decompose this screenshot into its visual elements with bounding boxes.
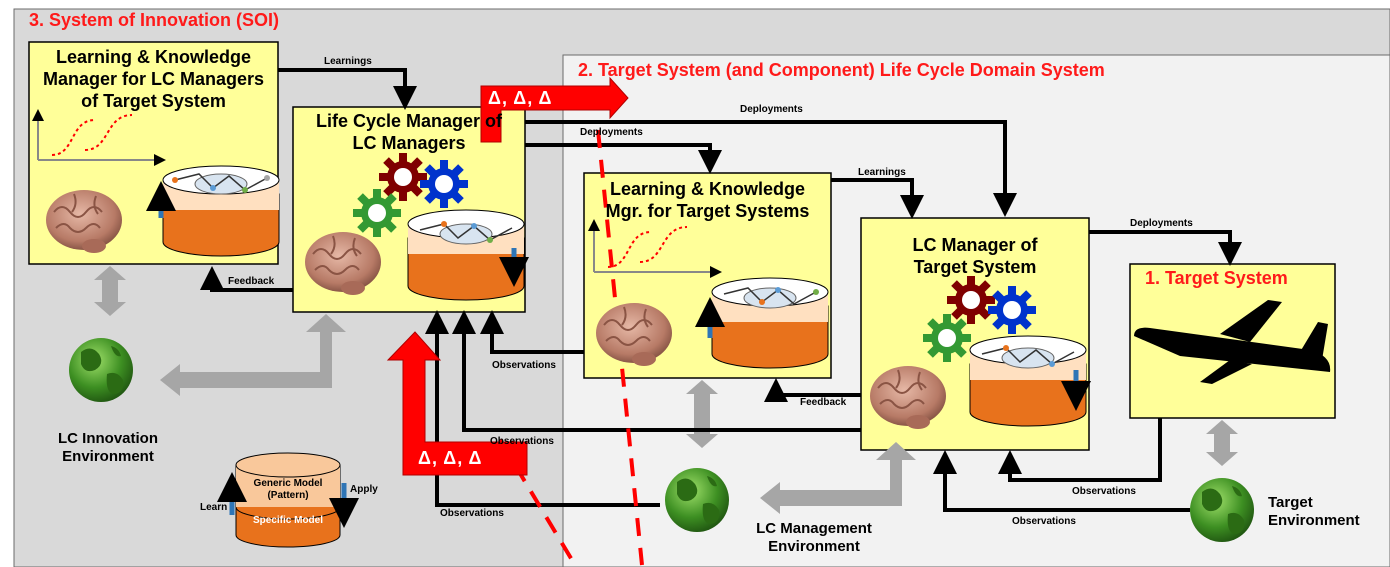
gear-icon-red-2 [947, 276, 995, 324]
red-dashed-line-2 [498, 438, 577, 567]
gear-icon-blue-2 [988, 286, 1036, 334]
gear-icon-blue-1 [420, 160, 468, 208]
label-feedback-left: Feedback [228, 276, 275, 287]
label-observations-1: Observations [492, 360, 556, 371]
lk-manager-target-title: Learning & Knowledge Mgr. for Target Sys… [605, 179, 810, 221]
gear-icon-red-1 [379, 153, 427, 201]
label-deployments-right: Deployments [1130, 218, 1193, 229]
s-curve-chart-2 [588, 219, 722, 278]
label-learnings-top: Learnings [324, 56, 372, 67]
globe-icon-target [1190, 478, 1254, 542]
target-system-title: 1. Target System [1145, 268, 1288, 288]
label-deployments-top: Deployments [740, 104, 803, 115]
lc-manager-target-title: LC Manager of Target System [912, 235, 1038, 277]
database-2 [407, 209, 529, 301]
globe-icon-lc-innovation [69, 338, 133, 402]
label-observations-3: Observations [1072, 486, 1136, 497]
delta-arrow-top [480, 76, 629, 143]
env-target: Target Environment [1268, 494, 1360, 529]
database-3 [695, 277, 829, 369]
gear-icon-green-2 [923, 314, 971, 362]
domain-title: 2. Target System (and Component) Life Cy… [578, 60, 1105, 80]
lc-manager-of-lc-title: Life Cycle Manager of LC Managers [315, 111, 503, 153]
delta-arrow-bottom [386, 331, 528, 476]
legend-database [217, 452, 359, 548]
airplane-icon [1134, 300, 1331, 384]
label-observations-4: Observations [1012, 516, 1076, 527]
soi-title: 3. System of Innovation (SOI) [29, 10, 280, 30]
env-lc-management: LC Management Environment [756, 520, 872, 555]
black-arrows [200, 68, 1242, 512]
label-observations-5: Observations [440, 508, 504, 519]
label-deployments-mid: Deployments [580, 127, 643, 138]
gear-icon-green-1 [353, 189, 401, 237]
delta-top-label: Δ, Δ, Δ [488, 88, 553, 108]
label-feedback-mid: Feedback [800, 397, 847, 408]
globe-icon-lc-management [665, 468, 729, 532]
s-curve-chart-1 [32, 109, 166, 166]
label-learnings-mid: Learnings [858, 167, 906, 178]
legend-apply: Apply [350, 484, 378, 495]
legend-specific-model: Specific Model [252, 515, 323, 526]
lk-manager-lc-title: Learning & Knowledge Manager for LC Mana… [42, 47, 265, 111]
database-1 [146, 165, 280, 257]
delta-bottom-label: Δ, Δ, Δ [418, 448, 483, 468]
legend-learn: Learn [200, 502, 228, 513]
env-lc-innovation: LC Innovation Environment [58, 430, 158, 465]
label-observations-2: Observations [490, 436, 554, 447]
database-4 [969, 335, 1091, 427]
legend-generic-model: Generic Model (Pattern) [253, 478, 323, 501]
